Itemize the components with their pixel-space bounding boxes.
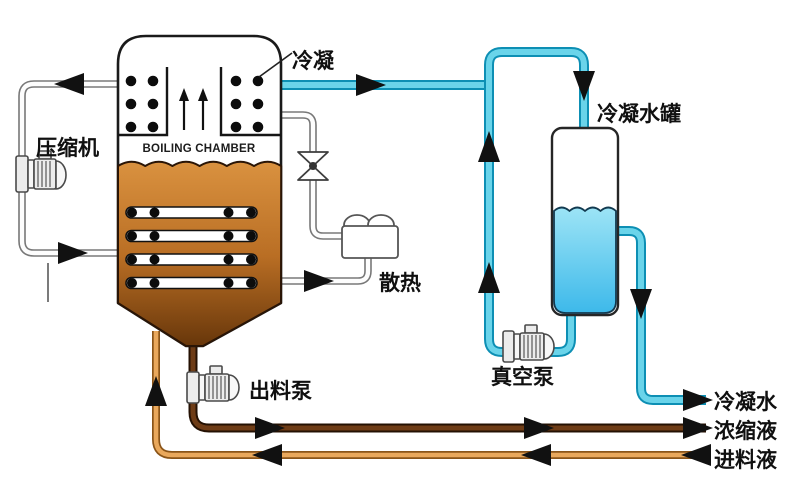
vapor-rise-arrows [179, 88, 208, 130]
compressor-icon [15, 150, 67, 193]
flow-arrow-feed-in [681, 444, 711, 466]
flow-arrow-into-tank [573, 71, 595, 101]
flow-arrow-into-vessel [58, 242, 88, 264]
discharge-pump-icon [186, 365, 240, 404]
condensate-tank-label: 冷凝水罐 [597, 102, 681, 126]
flow-arrow-riser-up-bottom [478, 262, 500, 293]
flow-arrow-tank-outlet-down [630, 289, 652, 319]
flow-arrow-feed-2 [521, 444, 551, 466]
condensation-label: 冷凝 [292, 49, 335, 73]
flow-arrows [54, 71, 713, 466]
flow-arrow-riser-up-top [478, 131, 500, 162]
flow-arrow-concentrate-1 [255, 417, 285, 439]
tube-sheet-holes [125, 75, 264, 133]
condensate-outlet-pipe [618, 231, 706, 400]
flow-arrow-condensate-out [683, 389, 713, 411]
tank-water [553, 206, 617, 314]
valve-pipe-lower [313, 180, 342, 236]
control-valve-icon [297, 151, 329, 181]
heating-tubes [125, 206, 258, 290]
compressor-label: 压缩机 [36, 136, 99, 160]
condensate-water-label: 冷凝水 [714, 390, 778, 414]
condensate-tank [550, 126, 620, 317]
valve-pipe-upper [281, 115, 313, 152]
flow-arrow-to-compressor [54, 73, 84, 95]
flow-arrow-feed-up [145, 376, 167, 406]
feed-label: 进料液 [714, 448, 777, 472]
flow-arrow-concentrate-2 [524, 417, 554, 439]
tube-sheet-right [219, 67, 281, 137]
evaporator-vessel: BOILING CHAMBER [116, 34, 283, 348]
concentrate-label: 浓缩液 [714, 419, 777, 443]
boiling-chamber-label: BOILING CHAMBER [143, 143, 256, 155]
flow-arrow-feed-1 [252, 444, 282, 466]
discharge-pump-label: 出料泵 [249, 380, 312, 403]
radiator-icon [341, 214, 399, 259]
heat-dissipation-label: 散热 [379, 271, 421, 295]
flow-arrow-to-radiator [304, 270, 334, 292]
vacuum-pump-label: 真空泵 [491, 365, 554, 389]
vacuum-pump-icon [502, 324, 555, 363]
flow-arrow-concentrate-out [683, 417, 713, 439]
condensation-callout-line [258, 52, 293, 78]
tube-sheet-left [118, 67, 169, 137]
flow-arrow-vapor-right [356, 74, 386, 96]
